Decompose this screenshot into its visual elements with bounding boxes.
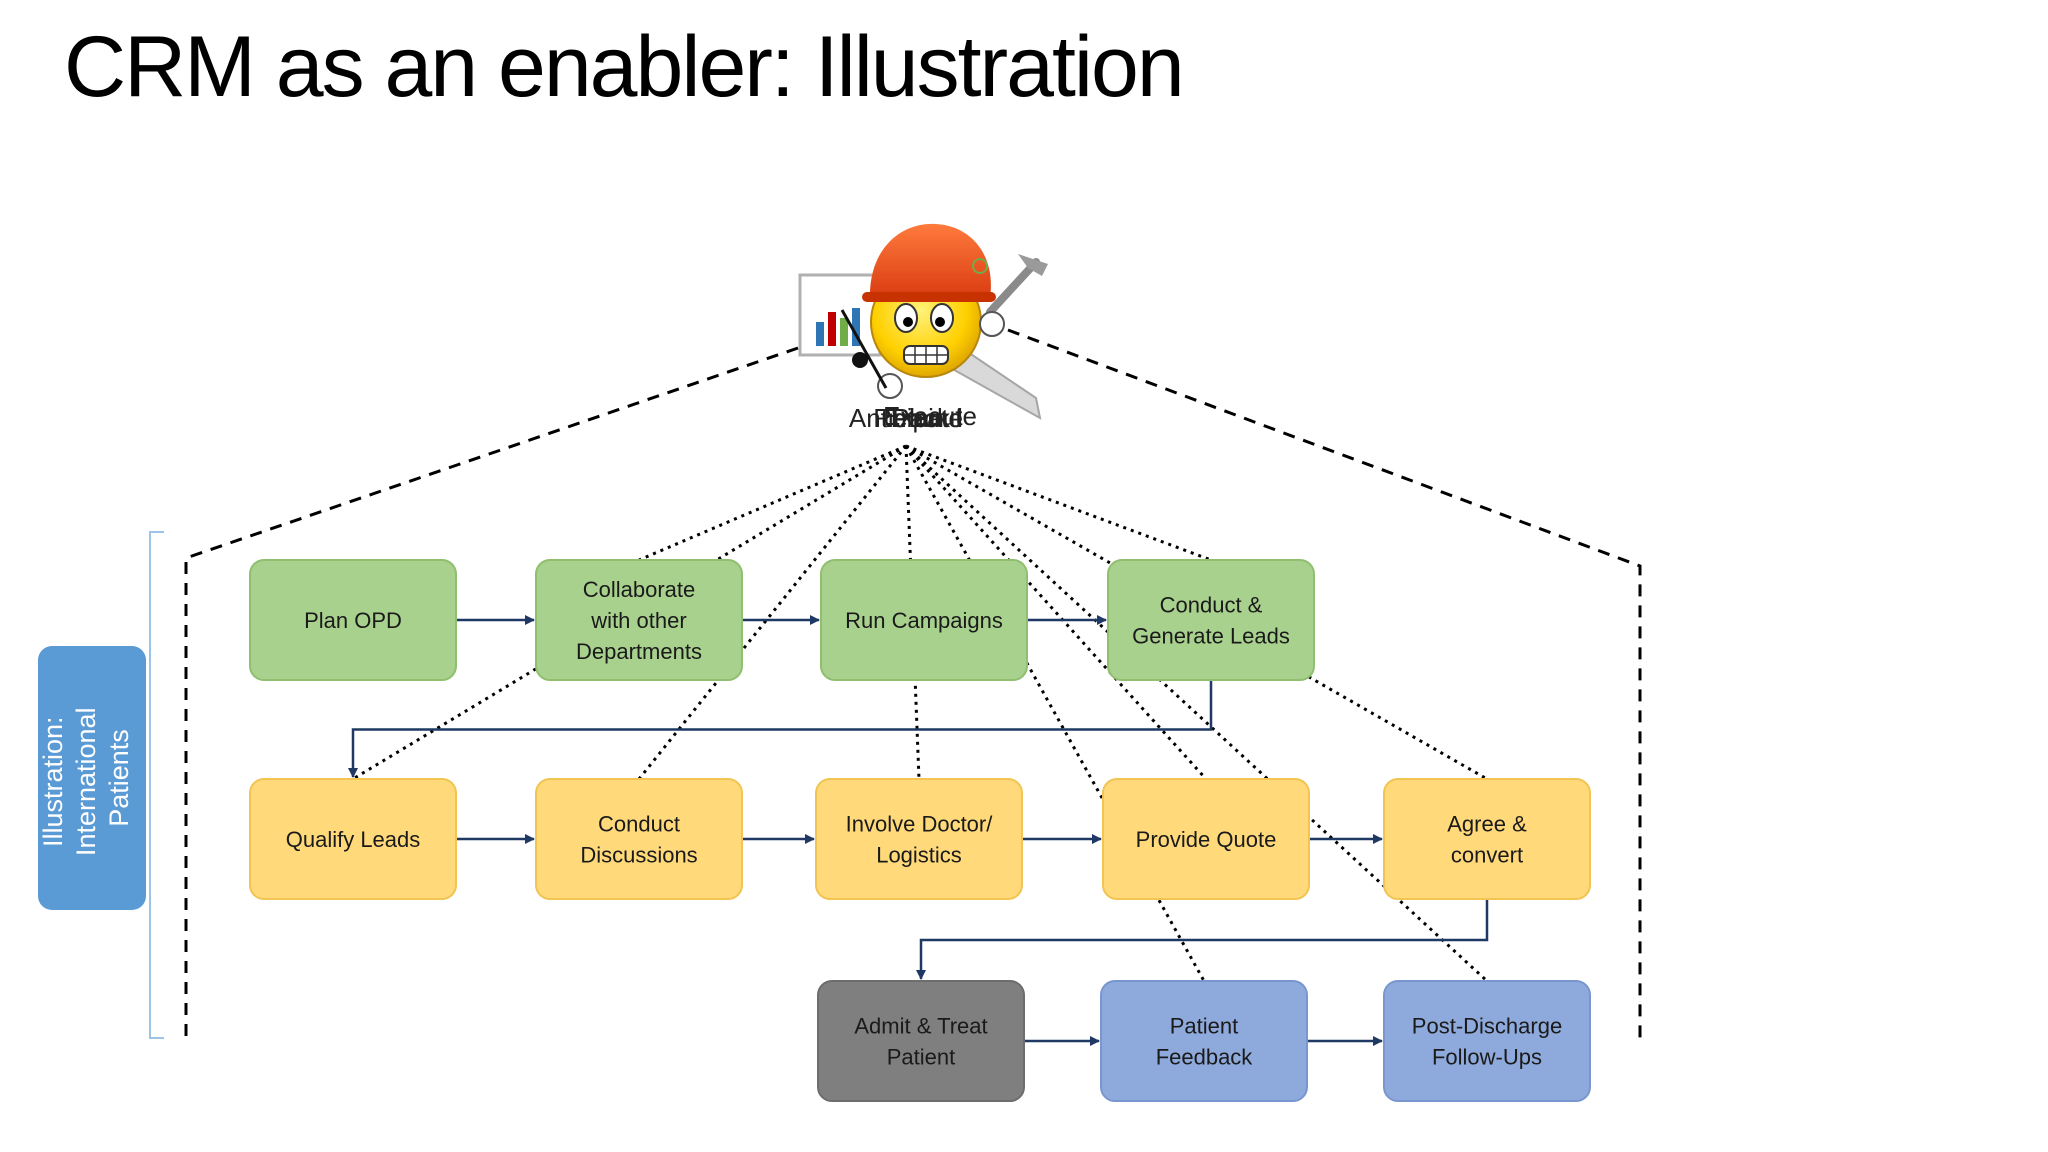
process-boxes: Plan OPD Collaborate with otherDepartments… (249, 559, 1591, 1102)
process-box-provide-quote: Provide Quote (1102, 778, 1310, 900)
process-box-shape (820, 559, 1028, 681)
side-label-line: Patients (104, 729, 134, 827)
process-box-shape (1383, 778, 1591, 900)
process-box-shape (1383, 980, 1591, 1102)
process-box-shape (249, 559, 457, 681)
mascot-label-overlap: Remind (873, 403, 963, 433)
process-box-label: Follow-Ups (1432, 1045, 1542, 1070)
process-box-shape (815, 778, 1023, 900)
side-label-box (38, 646, 146, 910)
process-box-label: Patient (1170, 1014, 1239, 1039)
process-box-shape (1102, 778, 1310, 900)
process-box-label: Departments (576, 639, 702, 664)
process-box-label: Collaborate (583, 577, 696, 602)
process-box-conduct-generate: Conduct & Generate Leads (1107, 559, 1315, 681)
process-box-label: convert (1451, 843, 1523, 868)
process-box-label: Agree & (1447, 812, 1527, 837)
process-box-agree-convert: Agree & convert (1383, 778, 1591, 900)
worker-mascot-icon (798, 223, 1048, 420)
process-box-label: Provide Quote (1136, 827, 1277, 852)
flow-arrow-agree-convert-to-admit-treat (916, 899, 1489, 980)
side-bracket (149, 531, 164, 1039)
flow-arrows (348, 615, 1489, 1046)
process-box-shape (535, 778, 743, 900)
process-box-shape (1107, 559, 1315, 681)
process-box-label: Generate Leads (1132, 624, 1290, 649)
process-box-label: Plan OPD (304, 608, 402, 633)
mascot-link-post-discharge (904, 444, 1489, 983)
process-box-label: Logistics (876, 843, 962, 868)
process-box-label: Discussions (580, 843, 697, 868)
mascot-label-stack: Anticipate Plan Track Remind Execute (849, 401, 977, 433)
mascot-link-patient-feedback (904, 445, 1206, 982)
process-box-label: Feedback (1156, 1045, 1254, 1070)
mascot-link-conduct-generate (905, 444, 1212, 562)
process-box-plan-opd: Plan OPD (249, 559, 457, 681)
process-box-shape (249, 778, 457, 900)
mascot-link-collaborate (638, 444, 907, 562)
side-label-line: International (71, 707, 101, 856)
process-box-run-campaigns: Run Campaigns (820, 559, 1028, 681)
mascot-label-overlap: Track (886, 403, 951, 433)
process-box-label: Patient (887, 1045, 956, 1070)
dashed-right-line (1007, 328, 1642, 1040)
process-box-shape (817, 980, 1025, 1102)
process-box-label: with other (590, 608, 686, 633)
flow-arrow-conduct-generate-to-qualify-leads (348, 680, 1213, 778)
process-box-label: Admit & Treat (854, 1014, 987, 1039)
dashed-left-line (184, 346, 799, 1040)
process-box-shape (535, 559, 743, 681)
mascot-label-overlap: Execute (883, 401, 977, 431)
mascot-label-overlap: Plan (892, 403, 944, 433)
process-box-involve-doctor: Involve Doctor/Logistics (815, 778, 1023, 900)
mascot-links (352, 444, 1489, 983)
process-box-label: Conduct (598, 812, 680, 837)
process-box-label: Qualify Leads (286, 827, 421, 852)
process-box-label: Post-Discharge (1412, 1014, 1562, 1039)
process-box-label: Run Campaigns (845, 608, 1003, 633)
process-box-qualify-leads: Qualify Leads (249, 778, 457, 900)
process-box-label: Conduct & (1160, 593, 1263, 618)
process-box-shape (1100, 980, 1308, 1102)
mascot-label: Anticipate (849, 403, 963, 433)
mascot-link-provide-quote (904, 444, 1208, 781)
side-label-line: Illustration: (38, 716, 68, 847)
side-label: Illustration: International Patients (38, 700, 134, 856)
slide-title: CRM as an enabler: Illustration (64, 19, 1185, 115)
process-box-label: Involve Doctor/ (846, 812, 994, 837)
